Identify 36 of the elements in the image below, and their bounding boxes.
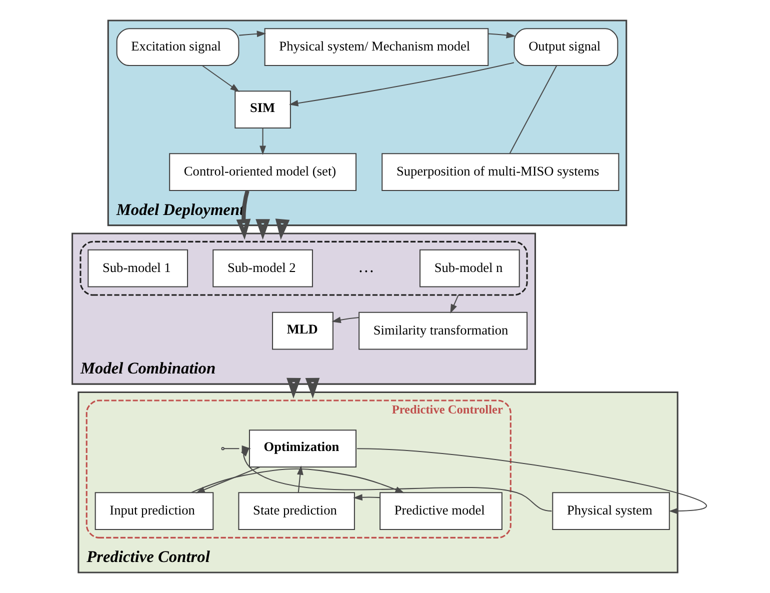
arrow	[195, 466, 260, 494]
node-box: Physical system	[552, 492, 670, 530]
arrow	[356, 448, 706, 514]
arrow	[331, 316, 358, 324]
arrow	[304, 378, 320, 398]
node-box: Similarity transformation	[358, 312, 528, 350]
arrow	[296, 466, 303, 492]
arrow	[352, 494, 380, 501]
node-box: Control-oriented model (set)	[168, 153, 356, 191]
node-box: MLD	[272, 312, 333, 350]
node-box: Optimization	[248, 430, 356, 468]
label: …	[358, 257, 374, 276]
arrow	[450, 294, 458, 314]
node-box: Predictive model	[379, 492, 502, 530]
arrow	[286, 378, 300, 398]
arrow	[202, 65, 240, 92]
node-box: Superposition of multi-MISO systems	[381, 153, 619, 191]
arrow	[238, 30, 266, 38]
arrow	[274, 218, 290, 240]
arrow	[488, 32, 516, 38]
node-box: Physical system/ Mechanism model	[264, 28, 488, 66]
node-box: Sub-model n	[419, 249, 520, 288]
connector	[508, 66, 557, 154]
node-box: State prediction	[238, 492, 354, 530]
node-box: SIM	[234, 90, 290, 129]
cluster	[79, 240, 528, 296]
arrow	[190, 468, 404, 494]
arrow	[288, 62, 514, 106]
node-box: Input prediction	[94, 492, 214, 530]
node-box: Output signal	[513, 28, 618, 66]
node-box: Sub-model 2	[212, 249, 312, 288]
node-box: Excitation signal	[116, 28, 239, 66]
arrow	[255, 219, 270, 240]
node-box: Sub-model 1	[87, 249, 188, 288]
arrow	[236, 190, 250, 240]
arrow	[259, 128, 266, 155]
